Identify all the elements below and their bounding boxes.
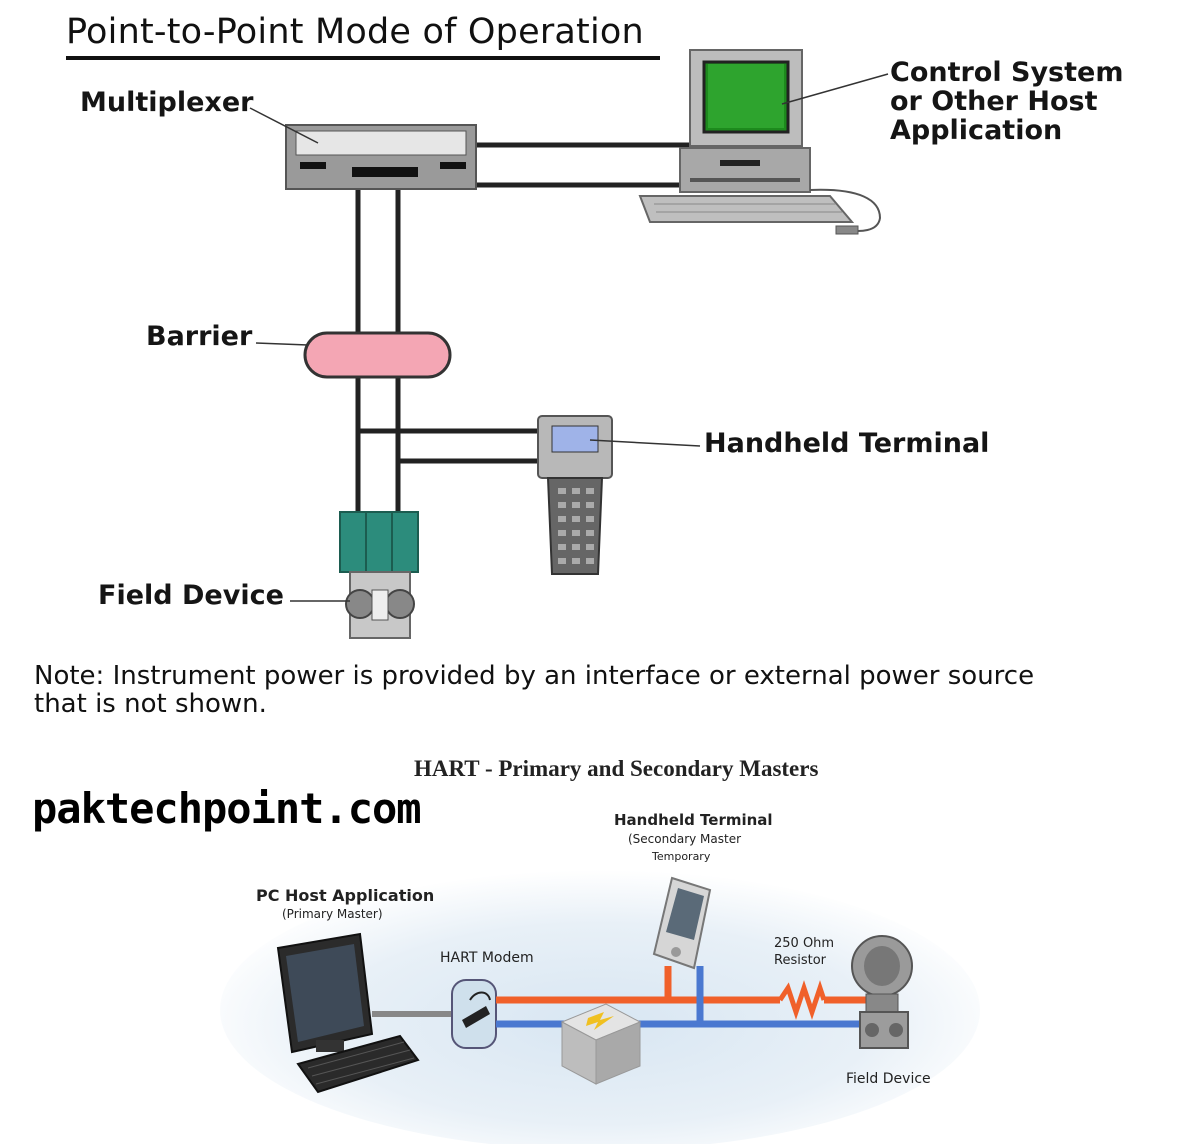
top-diagram-title: Point-to-Point Mode of Operation	[66, 12, 644, 52]
primary-master-label: (Primary Master)	[282, 907, 383, 921]
barrier-label: Barrier	[146, 321, 253, 352]
field-device-icon	[339, 511, 419, 639]
bottom-handheld-label: Handheld Terminal	[614, 811, 773, 829]
hart-modem-icon	[451, 979, 497, 1049]
multiplexer-icon	[285, 124, 477, 190]
multiplexer-label: Multiplexer	[80, 87, 254, 118]
control-system-label: Control System or Other Host Application	[890, 58, 1123, 145]
note-line1: Note: Instrument power is provided by an…	[34, 661, 1035, 691]
pda-icon	[652, 876, 712, 970]
resistor-label-line2: Resistor	[774, 953, 826, 968]
note-text: Note: Instrument power is provided by an…	[34, 662, 1034, 718]
bottom-field-device-icon	[851, 935, 913, 1049]
watermark: paktechpoint.com	[32, 784, 422, 833]
control-system-label-line2: or Other Host	[890, 86, 1098, 117]
title-underline	[66, 56, 660, 60]
handheld-terminal-label: Handheld Terminal	[704, 428, 990, 459]
handheld-terminal-icon	[537, 415, 613, 575]
power-supply-icon	[560, 1003, 642, 1085]
pc-host-label: PC Host Application	[256, 886, 435, 905]
temporary-label: Temporary	[652, 850, 711, 863]
bottom-field-device-label: Field Device	[846, 1071, 931, 1087]
barrier-icon	[303, 331, 452, 379]
resistor-icon	[777, 980, 827, 1020]
resistor-label: 250 Ohm Resistor	[774, 935, 834, 969]
secondary-master-label: (Secondary Master	[628, 832, 742, 846]
control-system-label-line1: Control System	[890, 57, 1124, 88]
resistor-label-line1: 250 Ohm	[774, 936, 835, 951]
control-system-label-line3: Application	[890, 115, 1063, 146]
hart-modem-label: HART Modem	[440, 950, 534, 966]
bottom-diagram-title: HART - Primary and Secondary Masters	[414, 756, 819, 781]
note-line2: that is not shown.	[34, 689, 267, 719]
computer-icon	[638, 49, 882, 235]
pc-host-icon	[276, 932, 420, 1094]
field-device-label: Field Device	[98, 580, 284, 611]
